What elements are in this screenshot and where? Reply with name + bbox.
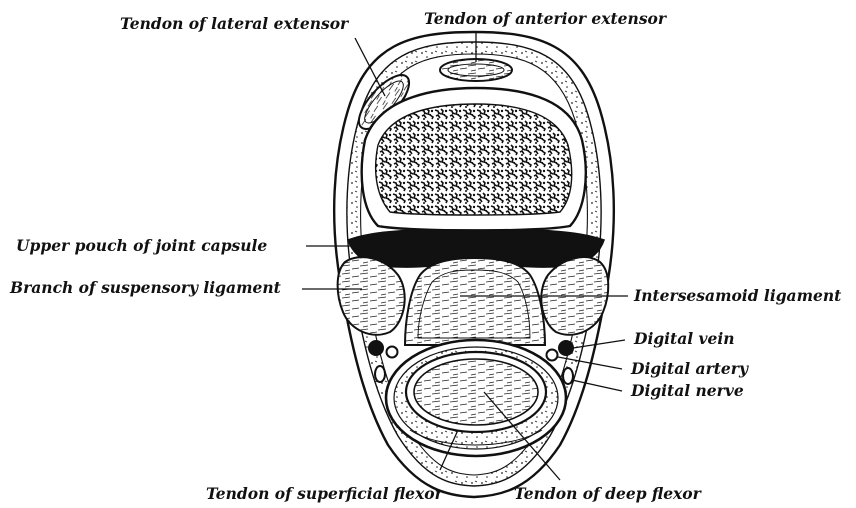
digital-vein-left (368, 340, 384, 356)
bone-marrow (376, 104, 572, 215)
digital-vein-right (558, 340, 574, 356)
label-tendon-lateral-extensor: Tendon of lateral extensor (120, 14, 350, 33)
label-branch-suspensory: Branch of suspensory ligament (9, 278, 282, 297)
digital-artery-left (387, 347, 398, 358)
label-digital-nerve: Digital nerve (630, 381, 744, 400)
label-digital-artery: Digital artery (630, 359, 749, 378)
label-upper-pouch: Upper pouch of joint capsule (16, 236, 267, 255)
anterior-extensor-tendon (440, 59, 512, 81)
label-tendon-deep-flexor: Tendon of deep flexor (514, 484, 703, 503)
digital-artery-right (547, 350, 558, 361)
digital-nerve-right (563, 368, 573, 384)
digital-nerve-left (375, 366, 385, 382)
deep-flexor-tendon (414, 359, 538, 425)
label-tendon-superficial-flexor: Tendon of superficial flexor (206, 484, 445, 503)
intersesamoid-block (405, 258, 545, 345)
label-intersesamoid: Intersesamoid ligament (633, 286, 842, 305)
label-tendon-anterior-extensor: Tendon of anterior extensor (424, 9, 668, 28)
label-digital-vein: Digital vein (633, 329, 735, 348)
